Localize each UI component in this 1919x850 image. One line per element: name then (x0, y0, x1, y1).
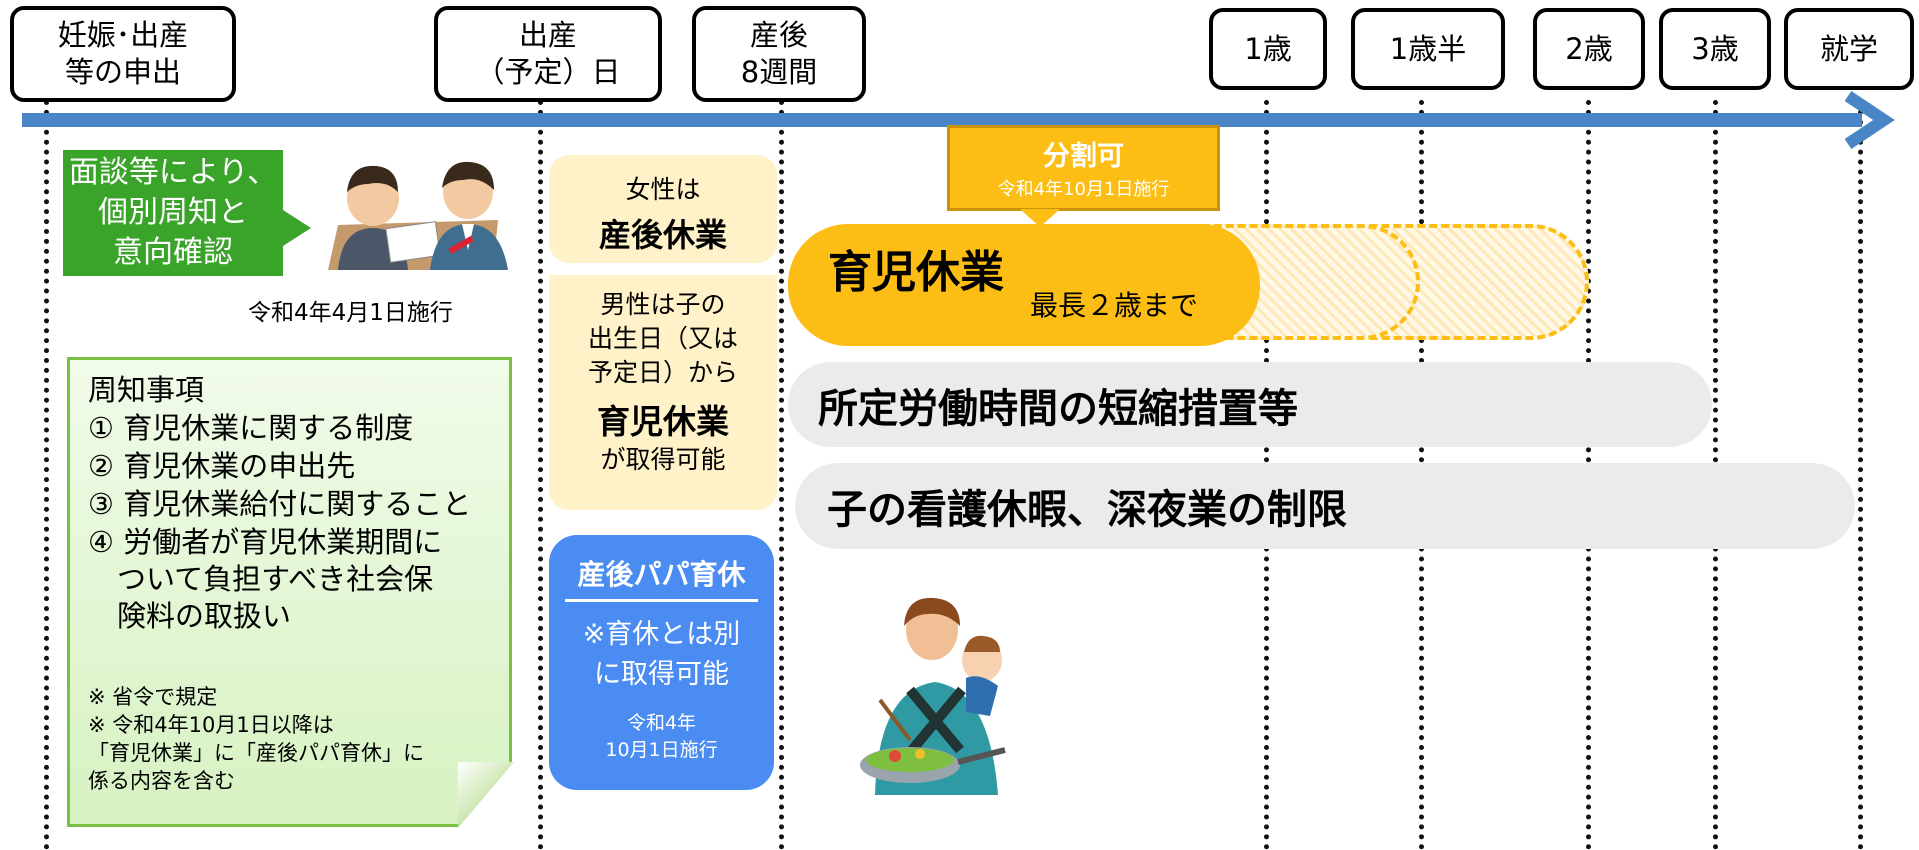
notice-date: 令和4年4月1日施行 (248, 300, 453, 326)
split-callout: 分割可 令和4年10月1日施行 (947, 125, 1220, 211)
notice-callout: 面談等により、 個別周知と 意向確認 (63, 150, 283, 276)
papa-divider (565, 599, 758, 602)
memo-item-4: ④ 労働者が育児休業期間に ついて負担すべき社会保 険料の取扱い (88, 525, 443, 633)
label-pregnancy-notice: 妊娠･出産 等の申出 (10, 6, 236, 102)
childcare-leave-bar: 育児休業 最長２歳まで (788, 224, 1260, 346)
papa-body: ※育休とは別 に取得可能 (582, 619, 741, 690)
notice-items-memo: 周知事項 ① 育児休業に関する制度 ② 育児休業の申出先 ③ 育児休業給付に関す… (67, 357, 512, 827)
memo-item-2: ② 育児休業の申出先 (88, 449, 356, 483)
short-hours-bar: 所定労働時間の短縮措置等 (788, 362, 1712, 447)
label-age-2: 2歳 (1533, 8, 1645, 90)
women-line1: 女性は (625, 175, 701, 204)
leave-sub: 最長２歳まで (1030, 289, 1199, 322)
men-childcare-leave: 育児休業 (597, 402, 729, 441)
men-line3: が取得可能 (600, 445, 726, 474)
timeline-arrowhead (1844, 91, 1895, 149)
notice-callout-tail (283, 210, 311, 246)
papa-title: 産後パパ育休 (577, 558, 746, 591)
women-postpartum-leave: 産後休業 (598, 216, 727, 254)
label-postpartum-8weeks: 産後 8週間 (692, 6, 866, 102)
label-birth-date: 出産 （予定）日 (434, 6, 662, 102)
split-date: 令和4年10月1日施行 (997, 179, 1170, 200)
split-callout-tail (1020, 209, 1060, 227)
father-cooking-illustration (860, 597, 1006, 795)
men-leave-box (549, 275, 777, 510)
memo-note-1: ※ 省令で規定 (88, 685, 218, 709)
leave-title: 育児休業 (828, 247, 1004, 298)
memo-item-3: ③ 育児休業給付に関すること (88, 487, 472, 521)
papa-leave-box: 産後パパ育休 ※育休とは別 に取得可能 令和4年 10月1日施行 (549, 535, 774, 790)
guide-school (1858, 100, 1863, 850)
split-title: 分割可 (1043, 141, 1124, 172)
nursing-leave-bar: 子の看護休暇、深夜業の制限 (795, 463, 1855, 549)
papa-date: 令和4年 10月1日施行 (605, 712, 718, 761)
guide-postpartum (779, 100, 784, 850)
men-line1: 男性は子の 出生日（又は 予定日）から (587, 290, 738, 387)
guide-pregnancy (44, 100, 49, 850)
memo-folded-corner (458, 762, 514, 828)
women-leave-box (549, 155, 777, 263)
guide-birth (538, 100, 543, 850)
timeline-arrow (22, 113, 1862, 127)
label-age-1-5: 1歳半 (1351, 8, 1505, 90)
meeting-illustration (328, 161, 508, 270)
label-school: 就学 (1784, 8, 1914, 90)
memo-title: 周知事項 (88, 373, 205, 407)
label-age-3: 3歳 (1659, 8, 1771, 90)
label-age-1: 1歳 (1209, 8, 1327, 90)
memo-note-2: ※ 令和4年10月1日以降は 「育児休業」に「産後パパ育休」に 係る内容を含む (88, 713, 424, 793)
memo-item-1: ① 育児休業に関する制度 (88, 411, 414, 445)
